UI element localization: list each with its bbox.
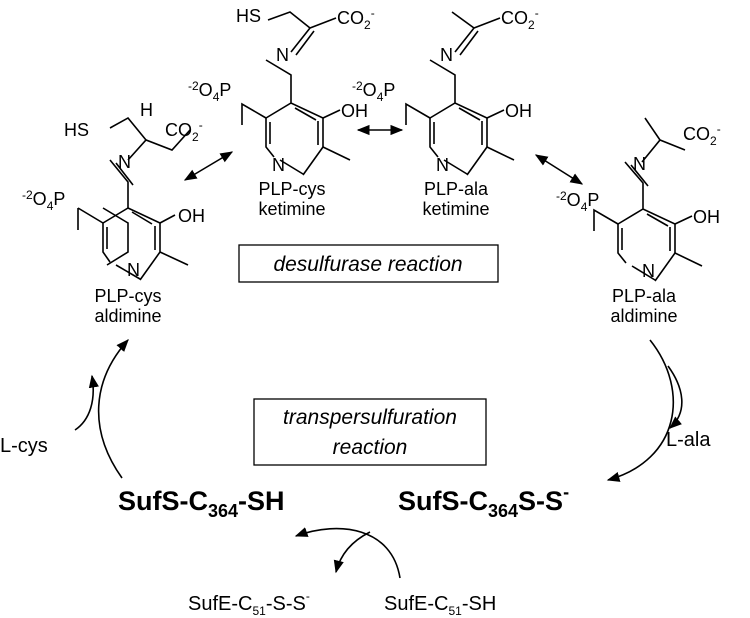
sufe-persulfide-release-arrow (333, 531, 371, 574)
plp-cys-aldimine-label-2: aldimine (94, 306, 161, 326)
transpersulfuration-box (253, 398, 487, 466)
plp-ala-aldimine-label-1: PLP-ala (612, 286, 677, 306)
ketimine-n: N (440, 45, 453, 65)
carboxylate-group: CO2- (683, 122, 721, 148)
phosphate-group: -2O4P (352, 79, 395, 104)
ring-n: N (127, 260, 140, 280)
ring-n: N (436, 155, 449, 175)
atom-hs: HS (64, 120, 89, 140)
l-cys-label: L-cys (0, 435, 48, 457)
plp-ala-aldimine-label-2: aldimine (610, 306, 677, 326)
transpersulfuration-label-2: reaction (333, 436, 408, 459)
arrow-to-sufs-persulfide (606, 339, 675, 482)
carboxylate-group: CO2- (337, 6, 375, 32)
sufe-c51-persulfide: SufE-C51-S-S- (188, 589, 310, 618)
carboxylate-group: CO2- (501, 6, 539, 32)
atom-n: N (118, 152, 131, 172)
l-ala-label: L-ala (666, 429, 711, 451)
sufe-c51-sh: SufE-C51-SH (384, 593, 496, 618)
plp-ala-ketimine-structure: N OH N CO2- -2O4P PLP-ala ketimine (352, 6, 539, 219)
ring-n: N (642, 261, 655, 281)
phosphate-group: -2O4P (22, 188, 65, 213)
transpersulfuration-label-1: transpersulfuration (283, 406, 457, 429)
atom-n: N (633, 154, 646, 174)
carboxylate-group: CO2- (165, 118, 203, 144)
equilibrium-arrows (183, 124, 584, 185)
cycle-arrows (74, 339, 683, 579)
plp-ala-ketimine-label-1: PLP-ala (424, 179, 489, 199)
phosphate-group: -2O4P (556, 189, 599, 214)
plp-cys-ketimine-label-1: PLP-cys (258, 179, 325, 199)
l-cys-entry-arrow (74, 374, 99, 431)
atom-oh: OH (341, 101, 368, 121)
atom-h: H (140, 100, 153, 120)
ring-n: N (272, 155, 285, 175)
ketimine-n: N (276, 45, 289, 65)
atom-oh: OH (178, 206, 205, 226)
plp-cys-aldimine-label-1: PLP-cys (94, 286, 161, 306)
atom-oh: OH (693, 207, 720, 227)
arrow-to-sufs-thiol (294, 527, 401, 579)
desulfurase-reaction-label: desulfurase reaction (273, 253, 462, 276)
atom-sh: HS (236, 6, 261, 26)
atom-oh: OH (505, 101, 532, 121)
arrow-to-plp-cys-aldimine (97, 339, 129, 479)
sufs-c364-persulfide: SufS-C364S-S- (398, 482, 569, 521)
equilibrium-arrow-1 (183, 151, 234, 181)
plp-cys-aldimine-structure: N OH N HS H CO2- -2O4P PLP-cys aldimine (22, 100, 205, 326)
plp-cys-ketimine-structure: N OH N HS CO2- -2O4P PLP-cys ketimine (188, 6, 375, 219)
plp-cys-ketimine-label-2: ketimine (258, 199, 325, 219)
desulfurase-box (238, 244, 499, 283)
plp-ala-ketimine-label-2: ketimine (422, 199, 489, 219)
l-ala-exit-arrow (667, 365, 683, 429)
sufs-c364-sh: SufS-C364-SH (118, 486, 285, 521)
plp-ala-aldimine-structure: N OH N CO2- -2O4P PLP-ala aldimine (556, 117, 721, 326)
phosphate-group: -2O4P (188, 79, 231, 104)
equilibrium-arrow-3 (534, 154, 584, 185)
